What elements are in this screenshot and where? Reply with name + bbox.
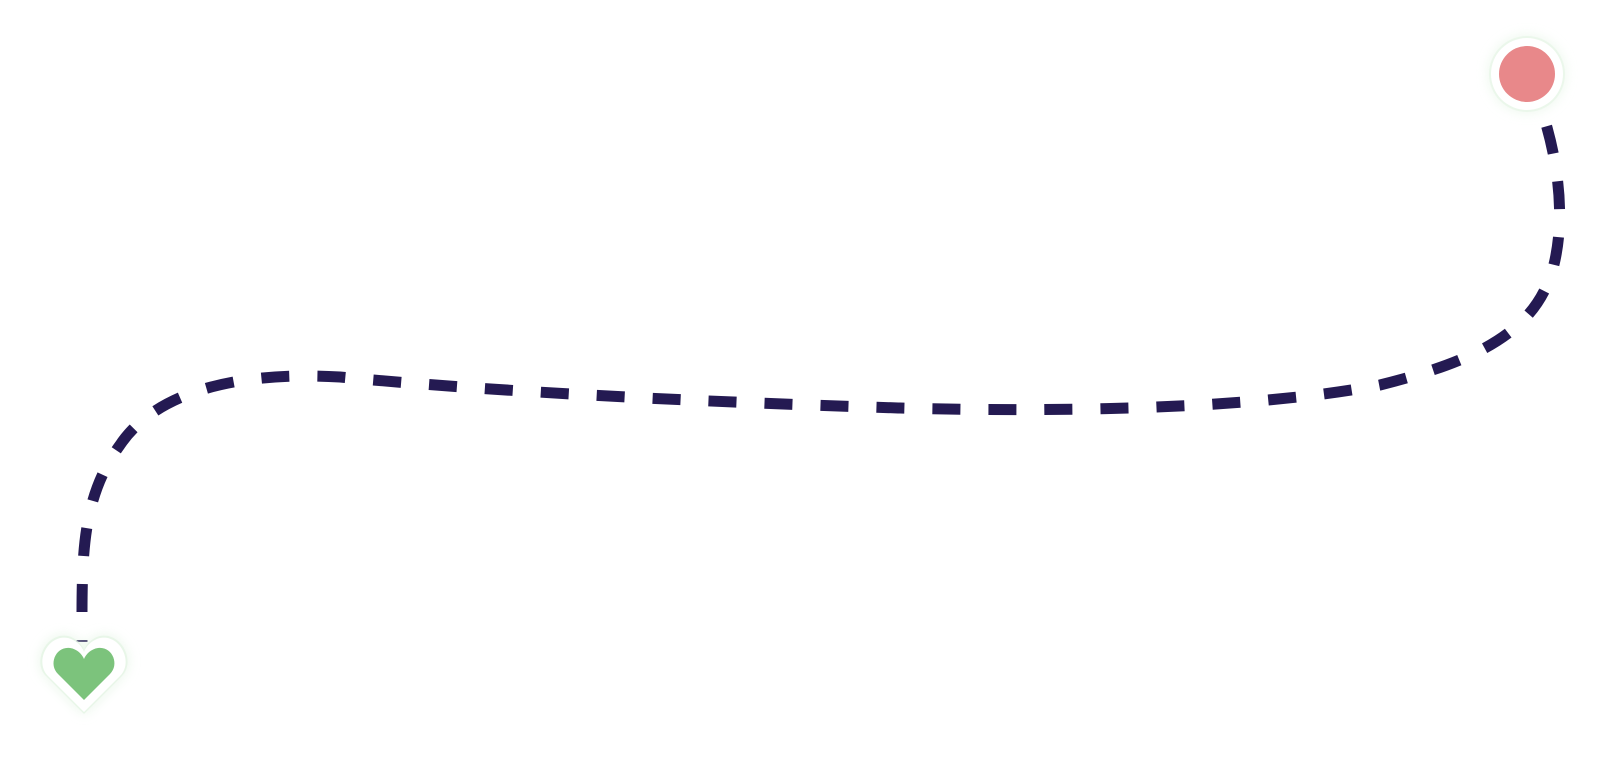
- end-marker[interactable]: [40, 635, 128, 714]
- dashed-route-path: [76, 71, 1566, 643]
- heart-icon: [53, 647, 115, 700]
- start-marker[interactable]: [1489, 36, 1565, 112]
- circle-icon: [1499, 46, 1555, 102]
